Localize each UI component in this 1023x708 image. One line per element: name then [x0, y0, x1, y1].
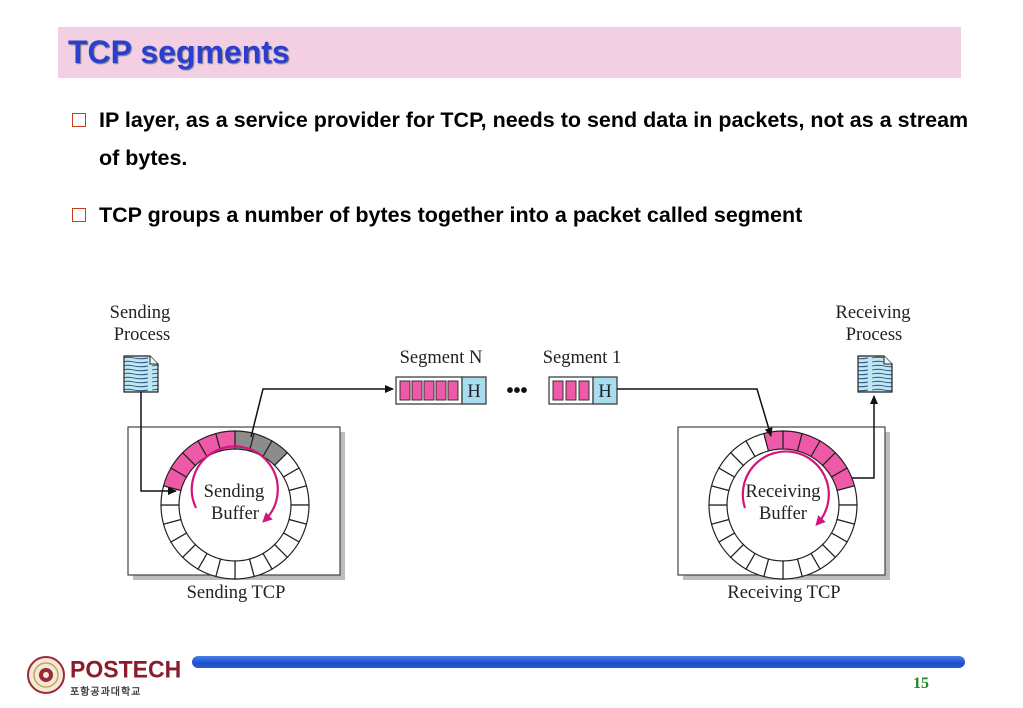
- logo-text: POSTECH: [70, 655, 182, 683]
- bullet-text: TCP groups a number of bytes together in…: [99, 203, 803, 227]
- bullet-item: IP layer, as a service provider for TCP,…: [72, 101, 972, 177]
- receiving-document-icon: [857, 355, 893, 393]
- page-number: 15: [913, 675, 929, 692]
- sending-process-label: Sending: [110, 303, 171, 323]
- postech-seal-icon: [27, 656, 65, 694]
- sending-buffer-label: Sending: [204, 482, 265, 502]
- segment-header: [461, 376, 487, 405]
- ellipsis: •••: [506, 380, 527, 402]
- receiving-buffer-label: Receiving: [745, 482, 820, 502]
- postech-logo: POSTECH 포항공과대학교: [26, 655, 181, 698]
- sending-document-icon: [123, 355, 159, 393]
- header-label: H: [467, 382, 480, 402]
- segment-n-label: Segment N: [400, 348, 483, 368]
- receiving-process-label: Receiving: [835, 303, 910, 323]
- footer-bar: [192, 656, 965, 668]
- sending-buffer-label: Buffer: [211, 504, 259, 524]
- receiving-process-label: Process: [846, 325, 903, 345]
- header-label: H: [598, 382, 611, 402]
- receiving-buffer-label: Buffer: [759, 504, 807, 524]
- segment-n-packet: H: [395, 376, 487, 405]
- slide-title: TCP segments: [68, 34, 290, 70]
- checkbox-bullet-icon: [72, 113, 86, 127]
- segment-header: [592, 376, 618, 405]
- logo-subtext: 포항공과대학교: [70, 687, 142, 698]
- receiving-tcp-label: Receiving TCP: [727, 583, 840, 603]
- title-bar: TCP segments: [58, 27, 961, 78]
- bullet-item: TCP groups a number of bytes together in…: [72, 196, 972, 234]
- segment-1-label: Segment 1: [543, 348, 622, 368]
- sending-tcp-label: Sending TCP: [187, 583, 286, 603]
- sending-process-label: Process: [114, 325, 171, 345]
- process-to-sending-buffer-arrow: [140, 392, 177, 495]
- receiving-buffer-direction-arrow: [741, 450, 830, 526]
- segment-1-packet: H: [548, 376, 618, 405]
- bullet-text: IP layer, as a service provider for TCP,…: [99, 108, 969, 170]
- receiving-buffer-to-process-arrow: [852, 395, 878, 479]
- checkbox-bullet-icon: [72, 208, 86, 222]
- segment-to-receiving-buffer-arrow: [617, 388, 773, 437]
- buffer-to-segment-arrow: [250, 385, 394, 438]
- sending-buffer-direction-arrow: [190, 445, 279, 523]
- sending-buffer-ring: [160, 430, 310, 580]
